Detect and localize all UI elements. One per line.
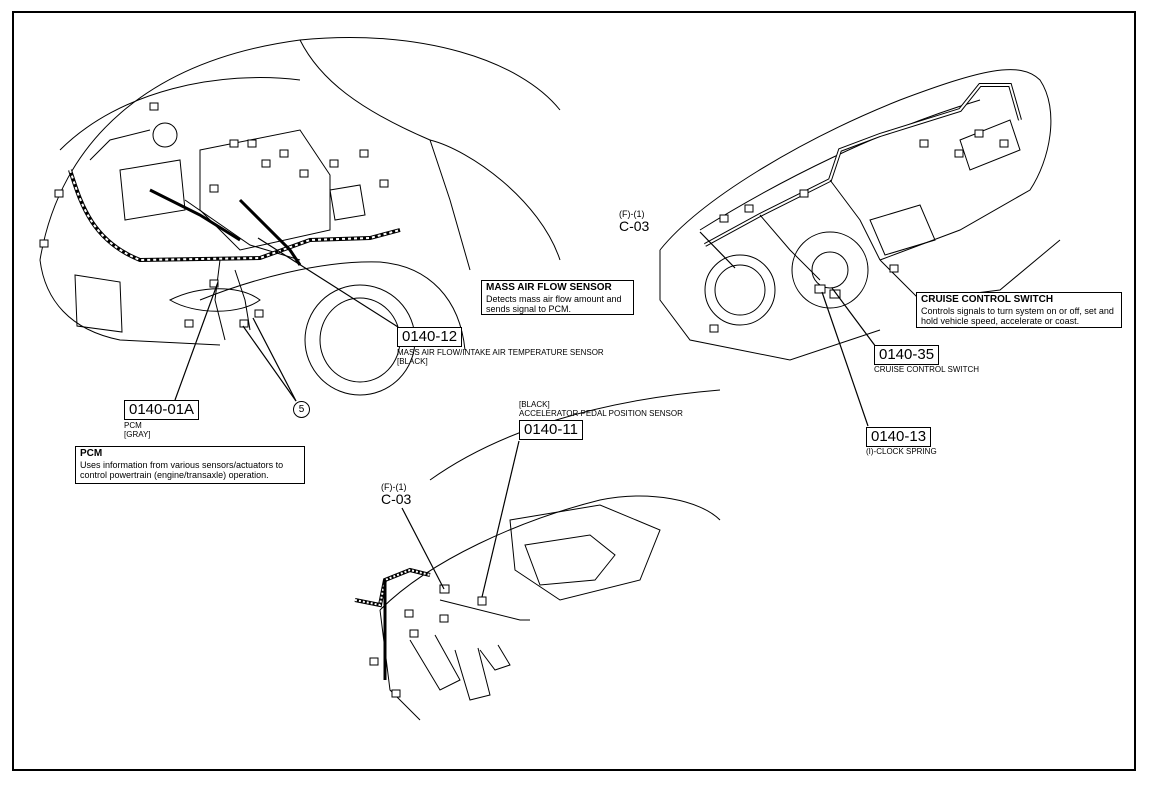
connector-c03-dash-top: (F)-(1) bbox=[619, 209, 645, 219]
cruise-switch-code: 0140-35 bbox=[874, 345, 940, 365]
pcm-code: 0140-01A bbox=[124, 400, 200, 420]
maf-code: 0140-12 bbox=[397, 327, 463, 347]
pcm-note-text: Uses information from various sensors/ac… bbox=[80, 459, 284, 481]
clock-spring-label: (I)-CLOCK SPRING bbox=[866, 447, 937, 456]
connector-c03-pedal-top: (F)-(1) bbox=[381, 482, 407, 492]
cruise-switch-label: CRUISE CONTROL SWITCH bbox=[874, 365, 980, 374]
app-code: 0140-11 bbox=[519, 420, 583, 440]
diagram-frame bbox=[12, 11, 1136, 771]
app-label: ACCELERATOR PEDAL POSITION SENSOR bbox=[519, 409, 683, 418]
engine-bay-illustration bbox=[39, 37, 561, 396]
maf-label: MASS AIR FLOW/INTAKE AIR TEMPERATURE SEN… bbox=[397, 348, 604, 357]
dashboard-illustration bbox=[659, 69, 1061, 361]
maf-note-text: Detects mass air flow amount and sends s… bbox=[486, 293, 622, 315]
pcm-note: PCM Uses information from various sensor… bbox=[75, 446, 305, 484]
app-color: [BLACK] bbox=[519, 400, 550, 409]
maf-note-title: MASS AIR FLOW SENSOR bbox=[486, 282, 612, 293]
connector-c03-pedal: (F)-(1) C-03 bbox=[381, 482, 411, 506]
leader-lines bbox=[174, 231, 877, 598]
cruise-note: CRUISE CONTROL SWITCH Controls signals t… bbox=[916, 292, 1122, 328]
pcm-color: [GRAY] bbox=[124, 430, 151, 439]
connector-c03-dash-label: C-03 bbox=[619, 218, 650, 234]
connector-c03-dash: (F)-(1) C-03 bbox=[619, 209, 649, 233]
pcm-note-title: PCM bbox=[80, 448, 103, 459]
pcm-label: PCM bbox=[124, 421, 142, 430]
pedal-area-illustration bbox=[354, 389, 721, 721]
connector-c03-pedal-label: C-03 bbox=[381, 491, 412, 507]
clock-spring-code: 0140-13 bbox=[866, 427, 932, 447]
maf-color: [BLACK] bbox=[397, 357, 428, 366]
cruise-note-text: Controls signals to turn system on or of… bbox=[921, 305, 1114, 327]
cruise-note-title: CRUISE CONTROL SWITCH bbox=[921, 294, 1054, 305]
maf-note: MASS AIR FLOW SENSOR Detects mass air fl… bbox=[481, 280, 634, 315]
ground-point-marker: 5 bbox=[293, 401, 310, 418]
